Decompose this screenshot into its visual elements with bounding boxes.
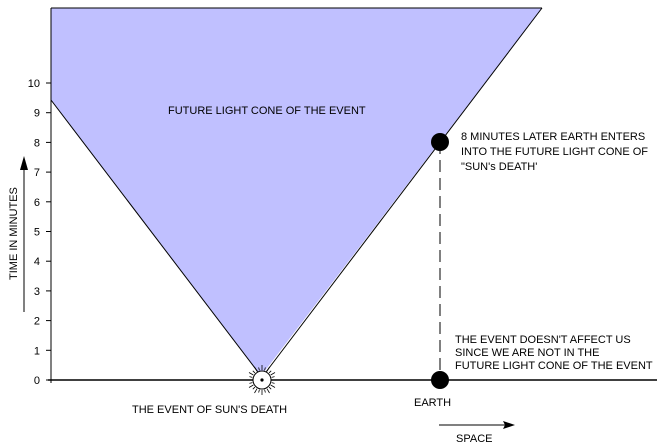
sun-ray: [266, 388, 270, 394]
earth-label: EARTH: [414, 397, 451, 409]
sun-ray: [258, 367, 260, 371]
sun-ray: [270, 372, 276, 376]
y-tick-label: 8: [34, 137, 40, 149]
sun-ray: [258, 389, 260, 393]
cone-right-edge: [265, 7, 543, 373]
y-tick-label: 3: [34, 286, 40, 298]
y-tick-label: 4: [34, 256, 40, 268]
time-arrow-head: [20, 156, 28, 170]
sun-ray: [271, 382, 275, 384]
x-axis-label: SPACE: [456, 433, 492, 445]
y-tick-label: 5: [34, 227, 40, 239]
sun-ray: [266, 366, 270, 372]
now-annotation-line2: SINCE WE ARE NOT IN THE: [455, 347, 599, 359]
cone-left-edge: [50, 99, 259, 373]
sun-ray: [249, 376, 253, 378]
sun-event-label: THE EVENT OF SUN'S DEATH: [132, 404, 287, 416]
now-annotation-line3: FUTURE LIGHT CONE OF THE EVENT: [455, 360, 653, 372]
y-tick-label: 1: [34, 345, 40, 357]
sun-icon: [247, 365, 277, 395]
future-light-cone: [51, 8, 542, 372]
cone-label: FUTURE LIGHT CONE OF THE EVENT: [168, 105, 366, 117]
space-arrow-head: [503, 421, 515, 429]
sun-ray: [264, 367, 266, 371]
earth-point: [431, 371, 449, 389]
sun-ray: [270, 384, 276, 388]
sun-ray: [268, 386, 272, 390]
y-tick-label: 2: [34, 316, 40, 328]
y-axis-label: TIME IN MINUTES: [8, 187, 20, 280]
earth-future-point: [431, 133, 449, 151]
y-tick-label: 7: [34, 167, 40, 179]
sun-ray: [271, 376, 275, 378]
sun-ray: [252, 386, 256, 390]
sun-ray: [252, 370, 256, 374]
sun-ray: [248, 384, 254, 388]
later-annotation-line3: "SUN's DEATH': [461, 161, 537, 173]
y-axis-ticks: 0 1 2 3 4 5 6 7 8 9 10: [28, 78, 51, 387]
sun-ray: [254, 366, 258, 372]
sun-ray: [268, 370, 272, 374]
sun-ray: [254, 388, 258, 394]
later-annotation-line1: 8 MINUTES LATER EARTH ENTERS: [461, 131, 645, 143]
sun-ray: [249, 382, 253, 384]
y-tick-label: 10: [28, 78, 40, 90]
y-tick-label: 6: [34, 197, 40, 209]
sun-ray: [248, 372, 254, 376]
sun-ray: [264, 389, 266, 393]
later-annotation-line2: INTO THE FUTURE LIGHT CONE OF: [461, 146, 648, 158]
now-annotation-line1: THE EVENT DOESN'T AFFECT US: [455, 334, 631, 346]
y-tick-label: 0: [34, 375, 40, 387]
y-tick-label: 9: [34, 108, 40, 120]
